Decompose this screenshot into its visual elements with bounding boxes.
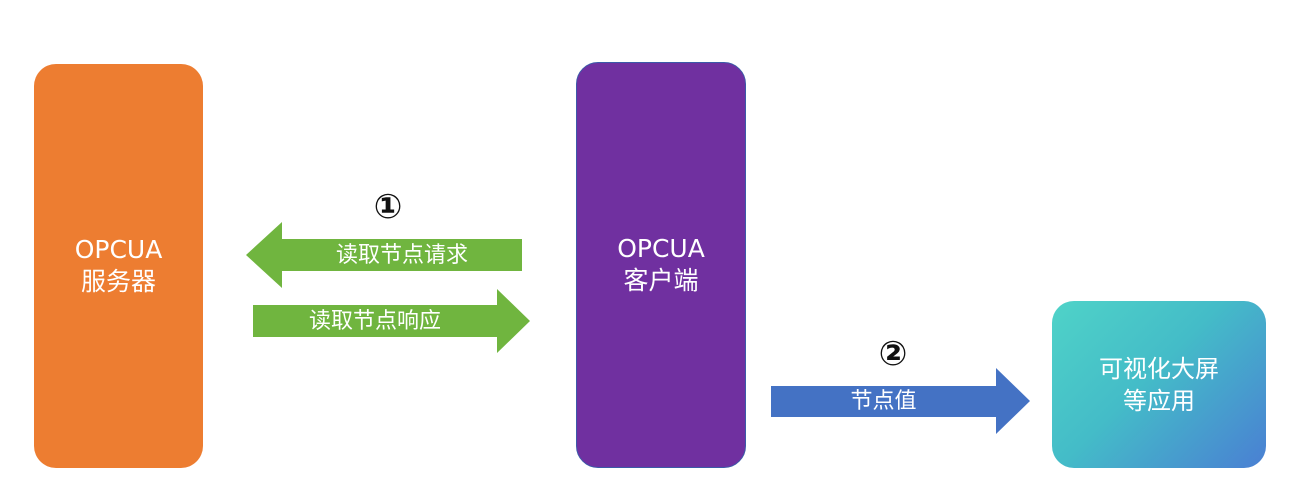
opcua-client-node: OPCUA 客户端 — [576, 62, 746, 468]
step-2-marker: ② — [878, 334, 908, 374]
screen-app-label-line2: 等应用 — [1123, 386, 1195, 415]
node-value-label: 节点值 — [850, 389, 917, 414]
visualization-screen-node: 可视化大屏 等应用 — [1052, 301, 1266, 468]
read-response-arrow — [253, 289, 530, 353]
read-response-label: 读取节点响应 — [308, 309, 441, 334]
read-request-label: 读取节点请求 — [335, 243, 468, 268]
read-request-arrow-shape — [246, 222, 522, 288]
read-response-arrow-shape — [253, 289, 530, 353]
client-label-line2: 客户端 — [623, 266, 699, 295]
step-1-marker: ① — [373, 187, 403, 227]
opcua-server-node: OPCUA 服务器 — [34, 64, 203, 468]
read-request-arrow — [246, 222, 522, 288]
node-value-arrow-shape — [771, 368, 1030, 434]
screen-app-label-line1: 可视化大屏 — [1099, 354, 1219, 383]
server-label-line1: OPCUA — [74, 235, 163, 264]
client-label-line1: OPCUA — [617, 234, 705, 263]
server-label-line2: 服务器 — [80, 267, 156, 296]
node-value-arrow — [771, 368, 1030, 434]
